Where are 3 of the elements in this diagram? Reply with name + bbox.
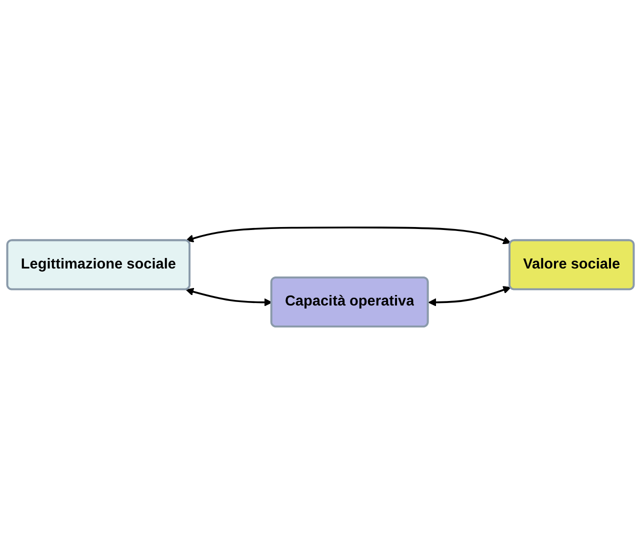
arrow (186, 288, 272, 306)
arrow (428, 286, 511, 306)
arrow (186, 226, 511, 244)
